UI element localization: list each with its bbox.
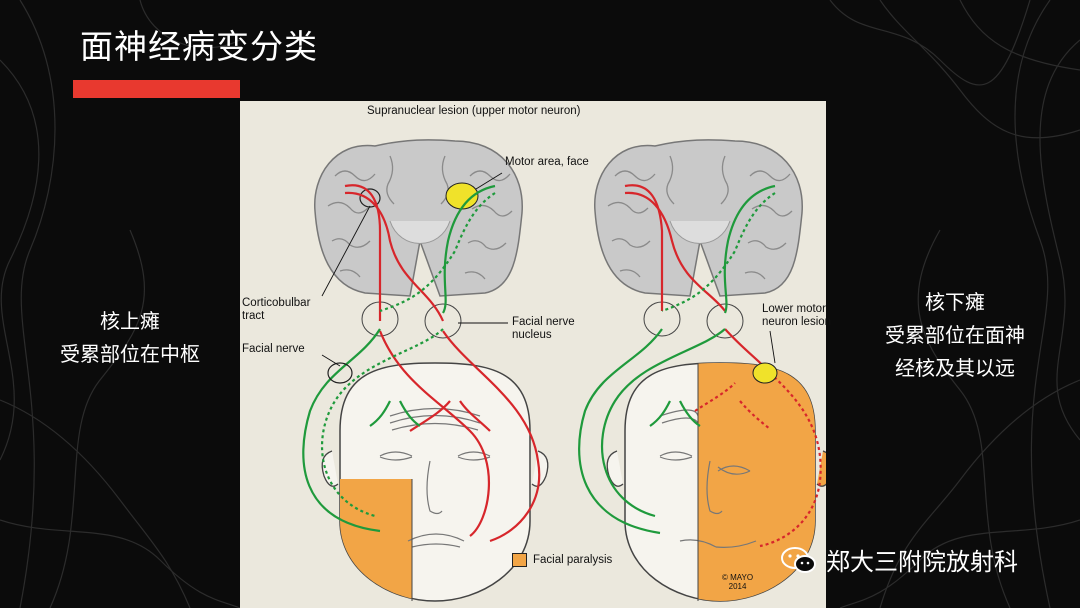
label-facial-nucleus-line2: nucleus — [512, 329, 552, 341]
corticobulbar-tract-marker — [359, 188, 381, 208]
left-pathways — [302, 184, 541, 543]
label-corticobulbar-line2: tract — [242, 310, 265, 322]
facial-nerve-diagram: Supranuclear lesion (upper motor neuron)… — [240, 101, 831, 608]
copyright-line2: 2014 — [728, 582, 747, 591]
diagram-illustration — [302, 139, 826, 602]
right-note-line1: 核下瘫 — [925, 290, 985, 314]
label-facial-nerve: Facial nerve — [242, 343, 305, 355]
slide-title: 面神经病变分类 — [80, 27, 318, 66]
right-brain — [594, 139, 803, 297]
label-lower-motor-line2: neuron lesion — [762, 316, 832, 328]
label-lower-motor-line1: Lower motor — [762, 303, 826, 315]
copyright: © MAYO 2014 — [722, 573, 753, 591]
left-face — [321, 362, 549, 602]
label-supranuclear-lesion: Supranuclear lesion (upper motor neuron) — [367, 105, 581, 117]
right-note-line2: 受累部位在面神 — [885, 323, 1025, 347]
left-note-line2: 受累部位在中枢 — [60, 342, 200, 366]
watermark-text: 郑大三附院放射科 — [826, 548, 1018, 576]
left-note-line1: 核上瘫 — [100, 309, 160, 333]
wechat-icon — [781, 546, 816, 573]
label-corticobulbar-tract: Corticobulbar tract — [242, 297, 310, 323]
legend: Facial paralysis — [512, 553, 612, 567]
label-corticobulbar-line1: Corticobulbar — [242, 297, 311, 309]
label-leader-lines — [321, 172, 776, 367]
right-face — [606, 362, 826, 602]
left-brain — [314, 139, 523, 297]
right-pathways — [578, 184, 822, 548]
legend-label: Facial paralysis — [533, 553, 613, 566]
left-note: 核上瘫 受累部位在中枢 — [40, 305, 220, 371]
right-note: 核下瘫 受累部位在面神 经核及其以远 — [860, 286, 1050, 385]
label-motor-area: Motor area, face — [505, 156, 589, 168]
lower-motor-lesion-marker — [752, 362, 778, 384]
watermark: 郑大三附院放射科 — [780, 542, 1018, 577]
label-facial-nerve-nucleus: Facial nerve nucleus — [512, 316, 575, 342]
label-lower-motor-lesion: Lower motor neuron lesion — [762, 303, 831, 329]
legend-swatch — [512, 553, 527, 567]
label-facial-nucleus-line1: Facial nerve — [512, 316, 575, 328]
right-note-line3: 经核及其以远 — [895, 356, 1015, 380]
title-accent-bar — [73, 80, 240, 98]
copyright-line1: © MAYO — [722, 573, 754, 582]
